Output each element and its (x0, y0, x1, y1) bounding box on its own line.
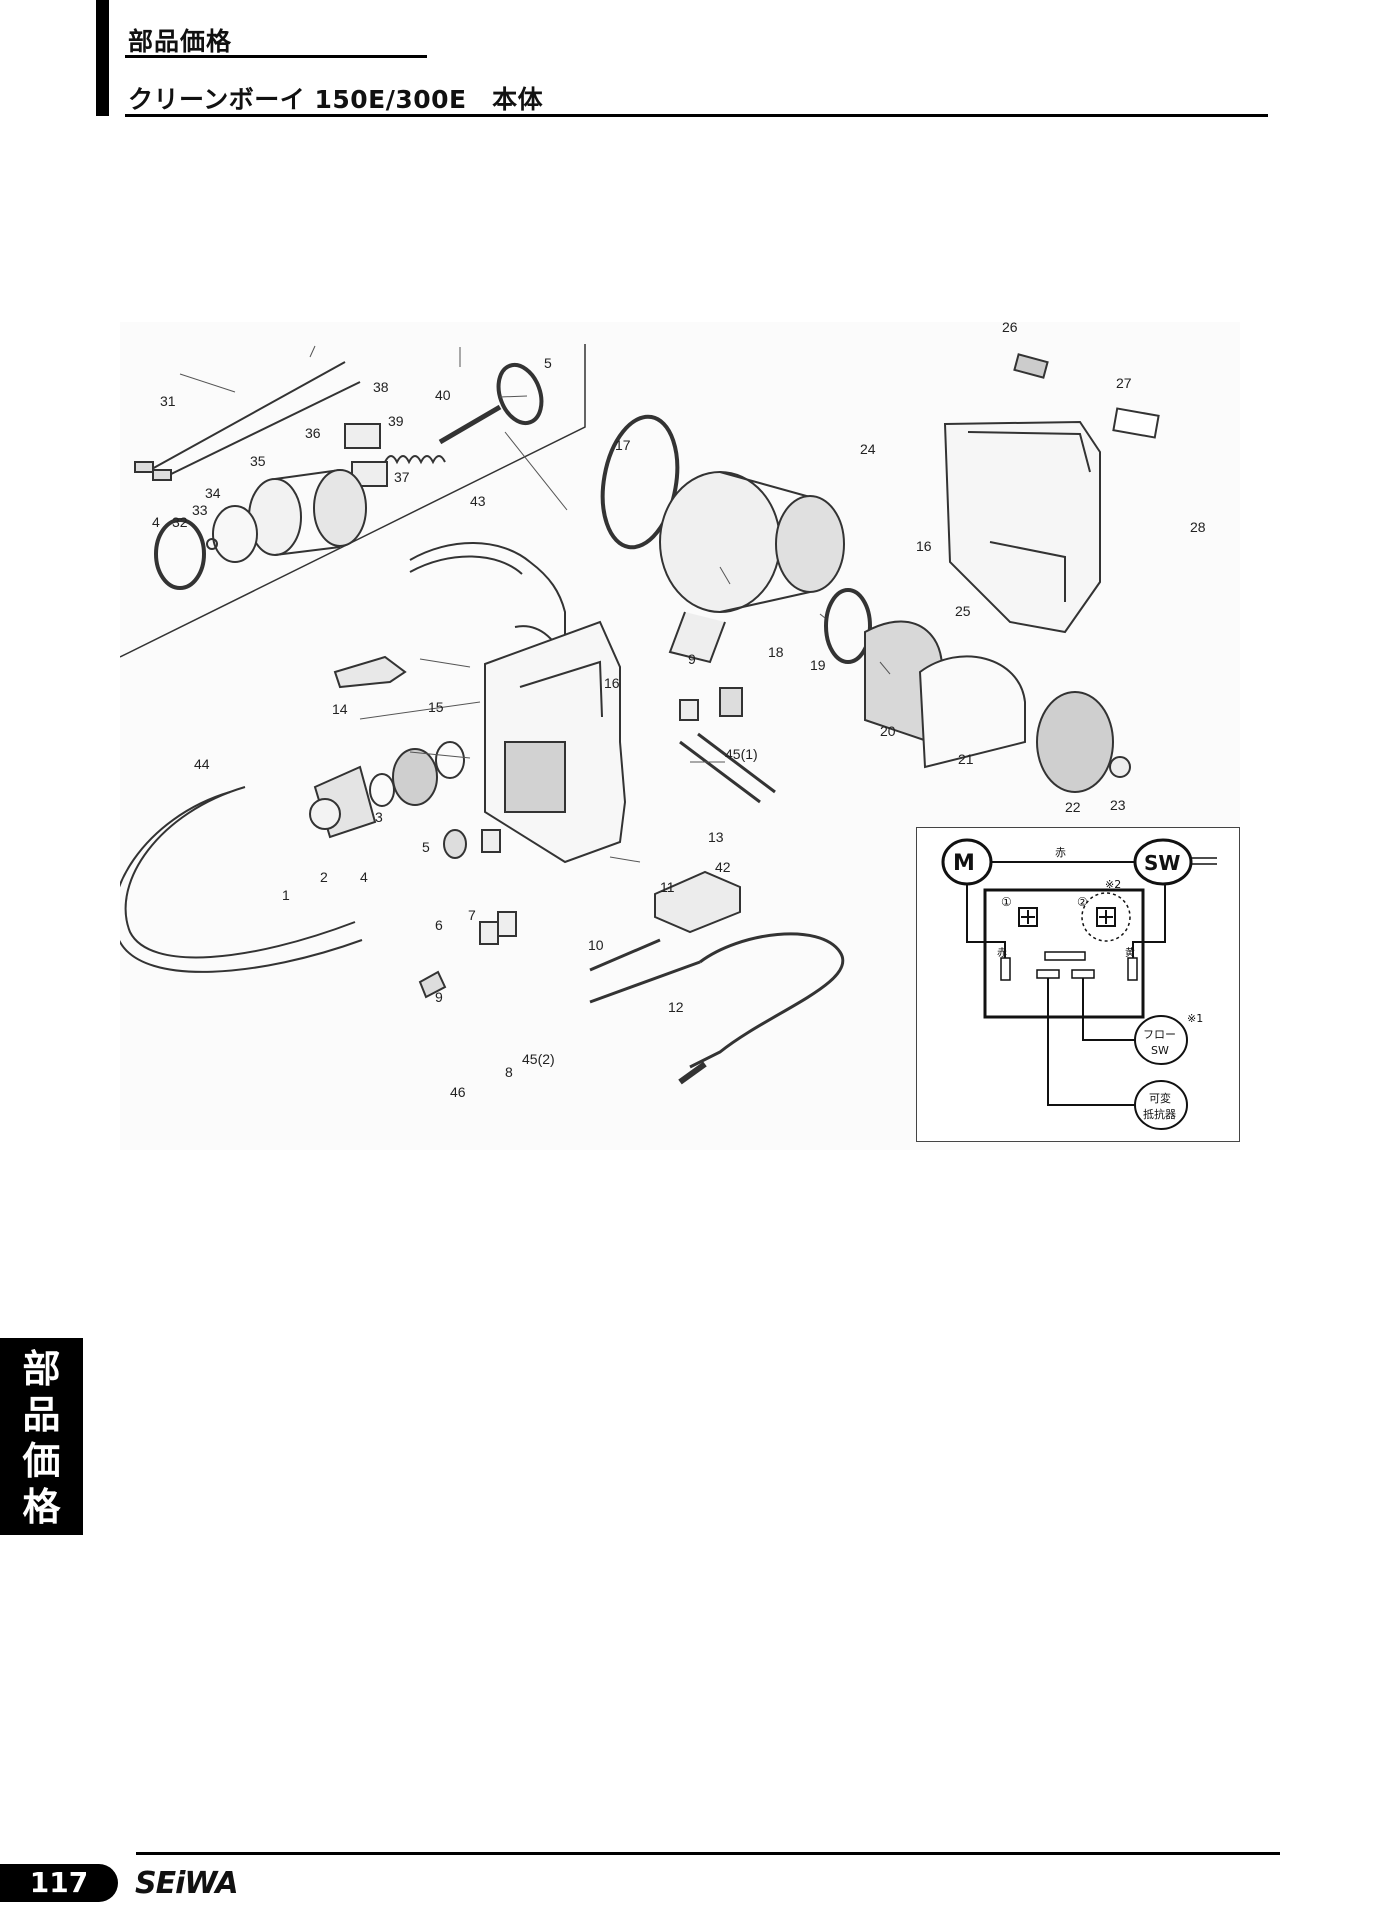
wiring-diagram: M SW 赤 ※2 ① ② 赤 黄 ※1 フロー SW 可変 抵抗器 (916, 827, 1240, 1142)
flow-switch-label-1: フロー (1143, 1028, 1176, 1041)
wire-color-red-top: 赤 (1055, 846, 1066, 859)
part-label-11: 11 (660, 879, 675, 895)
side-index-tab: 部 品 価 格 (0, 1338, 83, 1535)
part-label-36: 36 (305, 425, 321, 441)
part-label-27: 27 (1116, 375, 1132, 391)
part-label-9b: 9 (688, 651, 696, 667)
parts-diagram: 1 2 3 4 5 4 5 6 7 8 9 9 10 11 12 13 14 1… (120, 322, 1240, 1150)
part-label-34: 34 (205, 485, 221, 501)
part-label-8: 8 (505, 1064, 513, 1080)
part-label-19: 19 (810, 657, 826, 673)
part-label-7: 7 (468, 907, 476, 923)
part-label-26: 26 (1002, 322, 1018, 335)
page-number: 117 (0, 1864, 118, 1902)
part-label-17: 17 (615, 437, 631, 453)
section-underline (125, 55, 427, 58)
resistor-label-1: 可変 (1149, 1091, 1171, 1105)
part-label-39: 39 (388, 413, 404, 429)
part-label-28: 28 (1190, 519, 1206, 535)
flow-switch-label-2: SW (1151, 1044, 1169, 1057)
part-label-13: 13 (708, 829, 724, 845)
part-label-18: 18 (768, 644, 784, 660)
note-1: ※1 (1187, 1012, 1203, 1025)
resistor-label-2: 抵抗器 (1143, 1107, 1176, 1121)
side-tab-char-2: 品 (22, 1393, 61, 1437)
header-side-bar (96, 0, 109, 116)
part-label-45-1: 45(1) (725, 746, 758, 762)
part-label-5b: 5 (544, 355, 552, 371)
part-label-31: 31 (160, 393, 176, 409)
part-label-42: 42 (715, 859, 731, 875)
note-2: ※2 (1105, 878, 1121, 891)
side-tab-char-4: 格 (22, 1485, 61, 1529)
wiring-drawing: M SW 赤 ※2 ① ② 赤 黄 ※1 フロー SW 可変 抵抗器 (941, 838, 1217, 1130)
terminal-1-label: ① (1001, 895, 1012, 909)
part-label-15: 15 (428, 699, 444, 715)
part-label-45-2: 45(2) (522, 1051, 555, 1067)
part-label-21: 21 (958, 751, 974, 767)
part-label-9: 9 (435, 989, 443, 1005)
brand-logo: SEiWA (135, 1866, 239, 1901)
part-label-6: 6 (435, 917, 443, 933)
part-label-16b: 16 (916, 538, 932, 554)
terminal-2-label: ② (1077, 895, 1088, 909)
section-title: 部品価格 (128, 27, 233, 56)
part-label-43: 43 (470, 493, 486, 509)
page-title: クリーンボーイ 150E/300E 本体 (128, 85, 544, 114)
footer-rule (136, 1852, 1280, 1855)
part-label-12: 12 (668, 999, 684, 1015)
part-label-3: 3 (375, 809, 383, 825)
wire-color-red-left: 赤 (997, 947, 1007, 959)
part-label-40: 40 (435, 387, 451, 403)
part-label-10: 10 (588, 937, 604, 953)
part-label-23: 23 (1110, 797, 1126, 813)
part-label-44: 44 (194, 756, 210, 772)
part-label-2: 2 (320, 869, 328, 885)
part-label-4b: 4 (152, 514, 160, 530)
side-tab-char-3: 価 (22, 1439, 61, 1483)
part-label-5: 5 (422, 839, 430, 855)
side-tab-char-1: 部 (22, 1347, 61, 1391)
part-label-37: 37 (394, 469, 410, 485)
part-label-32: 32 (172, 514, 188, 530)
part-label-35: 35 (250, 453, 266, 469)
part-label-14: 14 (332, 701, 348, 717)
motor-symbol: M (953, 851, 975, 876)
switch-symbol: SW (1144, 851, 1180, 875)
part-label-1: 1 (282, 887, 290, 903)
wire-color-yellow: 黄 (1125, 946, 1135, 959)
part-label-33: 33 (192, 502, 208, 518)
part-label-24: 24 (860, 441, 876, 457)
part-label-4: 4 (360, 869, 368, 885)
part-label-38: 38 (373, 379, 389, 395)
title-underline (125, 114, 1268, 117)
part-label-25: 25 (955, 603, 971, 619)
parts-drawing: 1 2 3 4 5 4 5 6 7 8 9 9 10 11 12 13 14 1… (120, 322, 1206, 1100)
part-label-46: 46 (450, 1084, 466, 1100)
part-label-20: 20 (880, 723, 896, 739)
part-label-16: 16 (604, 675, 620, 691)
part-label-22: 22 (1065, 799, 1081, 815)
